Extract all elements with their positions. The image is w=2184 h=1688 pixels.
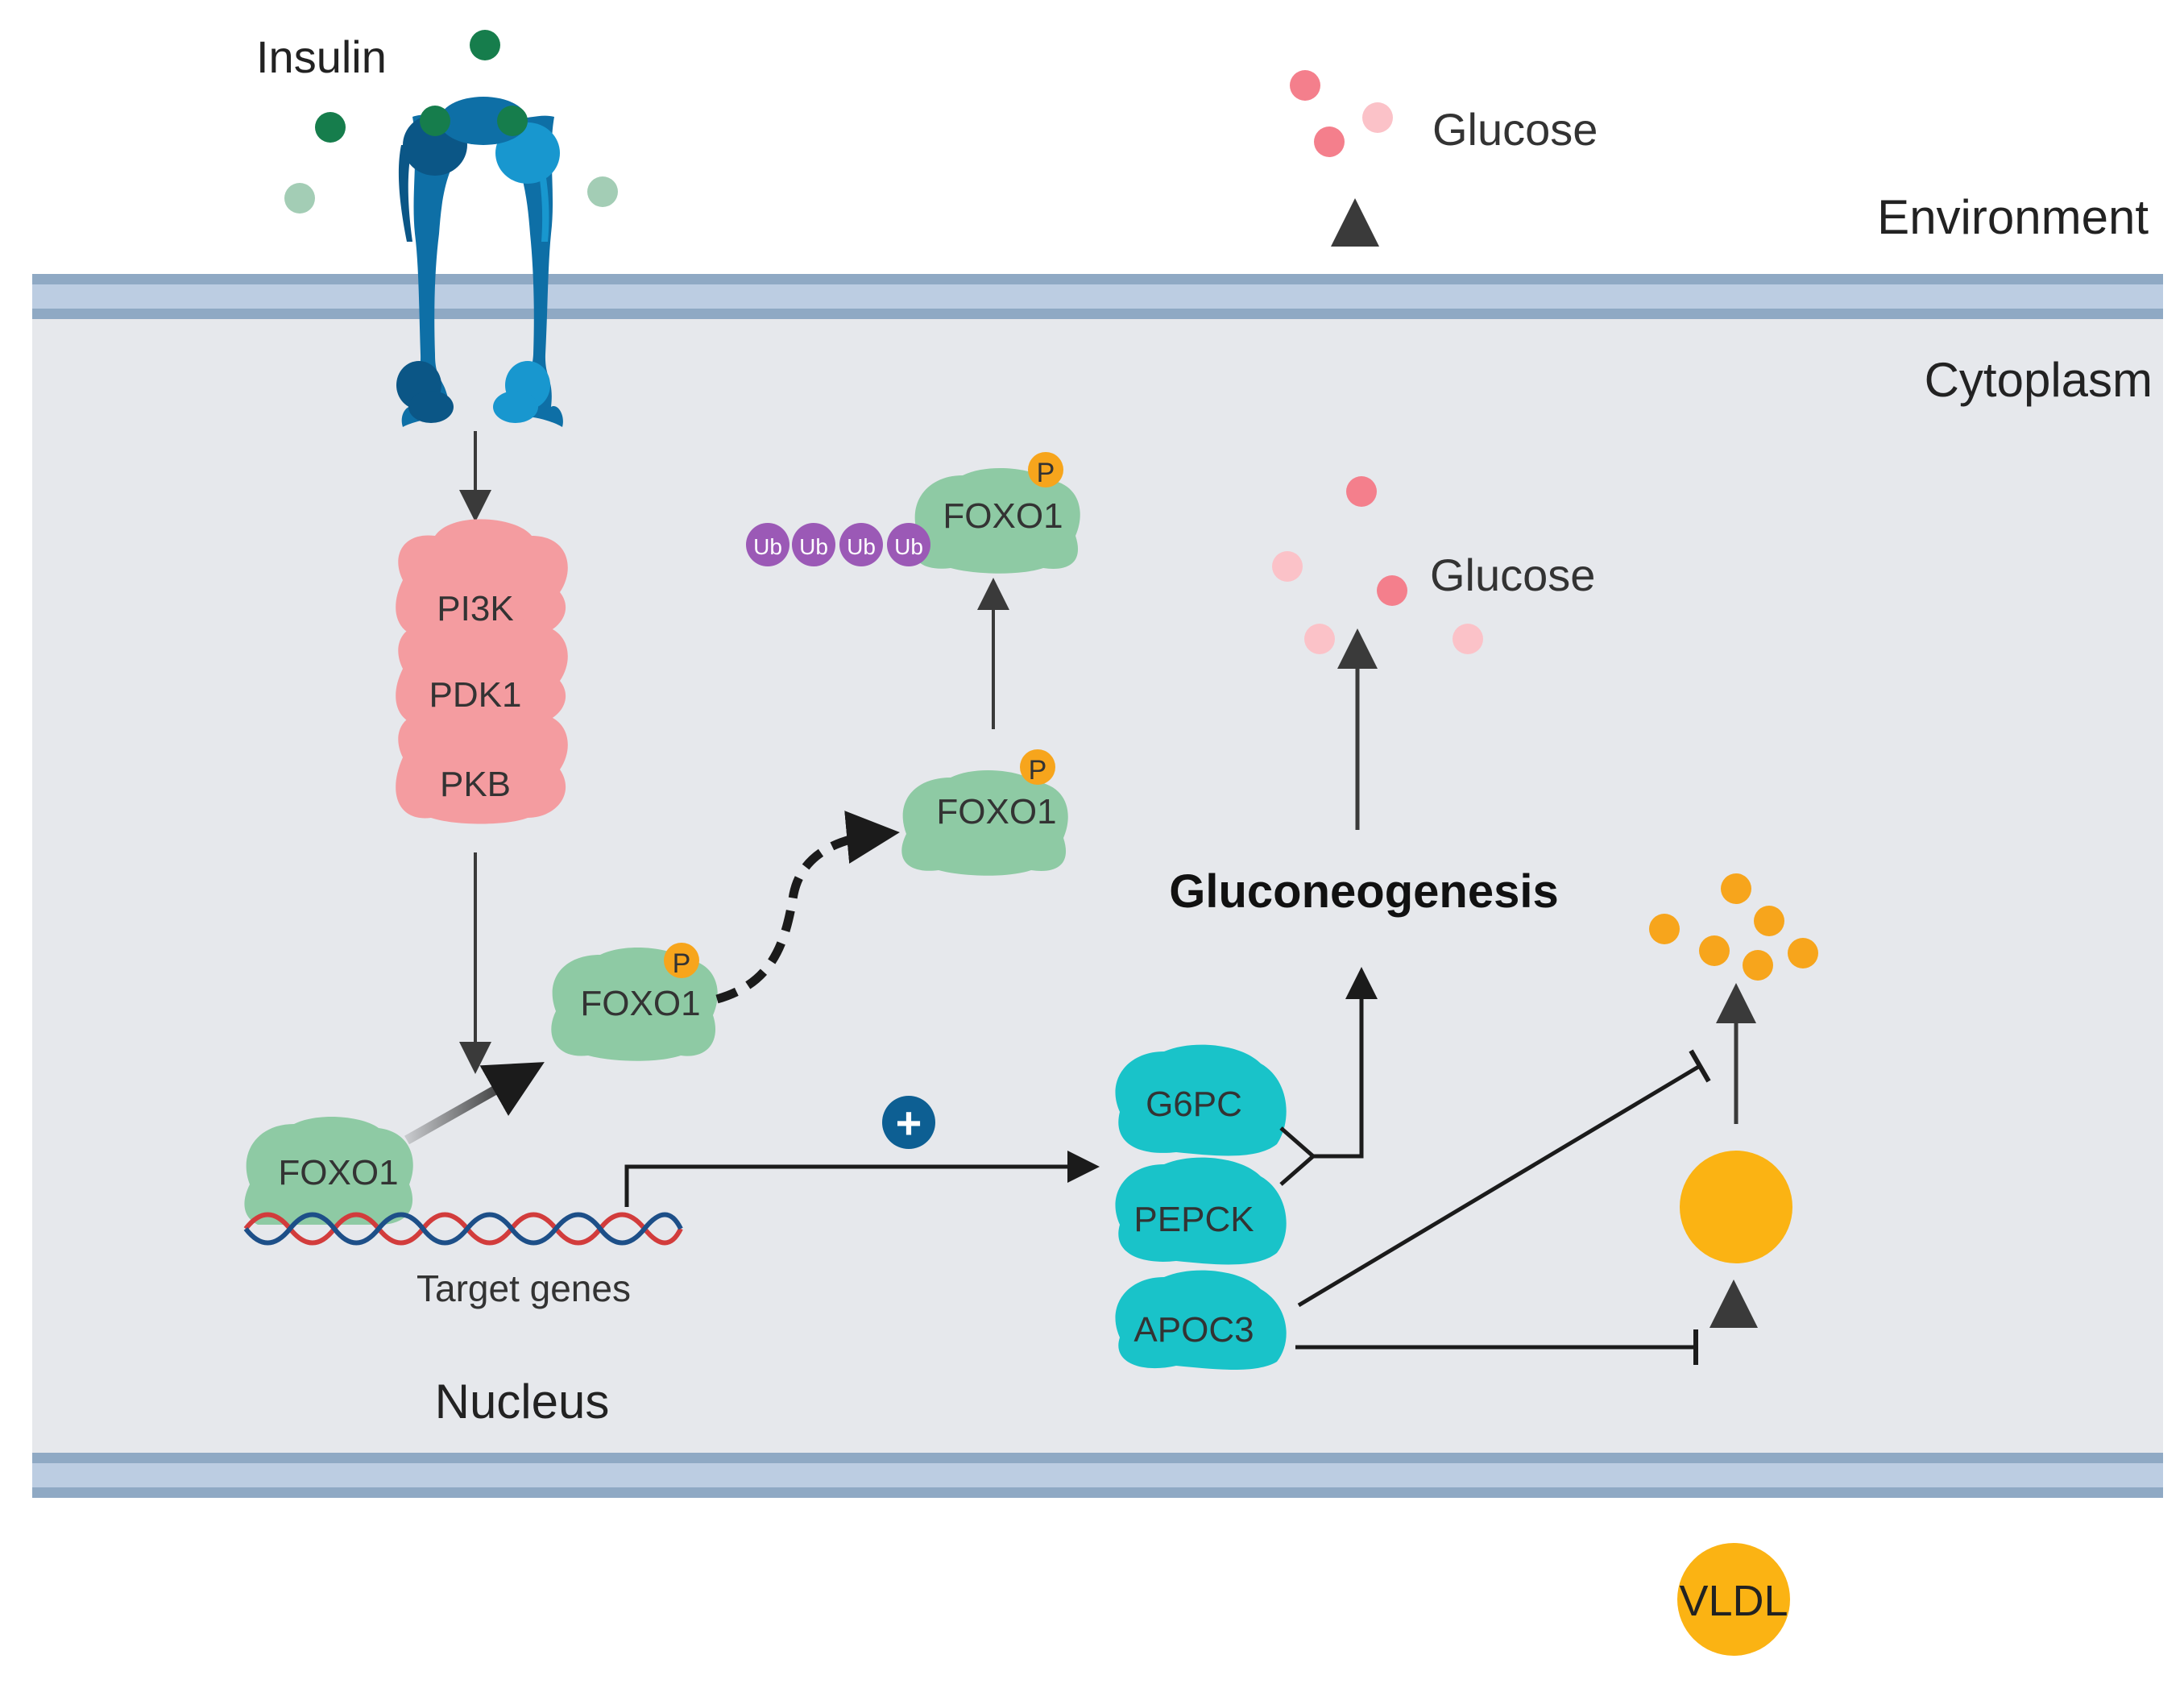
kinase-label-pkb: PKB xyxy=(440,765,511,804)
ubiquitin-4 xyxy=(887,523,930,566)
kinase-cascade: PI3K PDK1 PKB xyxy=(396,519,568,824)
glucose-environment xyxy=(1290,70,1393,157)
nuclear-membrane-bottom xyxy=(32,1453,2163,1498)
glucose-cytoplasm-label: Glucose xyxy=(1430,550,1595,600)
foxo1-phospho-2-label: FOXO1 xyxy=(936,792,1056,832)
ubiquitin-3 xyxy=(839,523,883,566)
foxo1-ubiquitinated: FOXO1 P xyxy=(914,452,1080,574)
inhibition-apoc3-to-lipids xyxy=(1297,1064,1701,1308)
phospho-tag-1-label: P xyxy=(673,948,691,979)
insulin-molecules xyxy=(284,30,618,214)
kinase-label-pi3k: PI3K xyxy=(437,589,513,628)
apoc3-shape xyxy=(1115,1270,1287,1370)
g6pc-label: G6PC xyxy=(1146,1085,1242,1124)
glucose-cytoplasm xyxy=(1272,476,1483,654)
vldl-label: VLDL xyxy=(1679,1577,1788,1625)
pi3k-shape xyxy=(396,519,568,643)
gluconeogenesis-label: Gluconeogenesis xyxy=(1169,865,1558,918)
bracket-g6pc xyxy=(1279,1126,1315,1158)
pepck-shape xyxy=(1115,1157,1287,1265)
phospho-tag-3 xyxy=(1028,452,1063,487)
dna-helix xyxy=(243,1212,683,1246)
phospho-tag-1 xyxy=(664,943,699,978)
pdk1-shape xyxy=(396,612,568,732)
foxo1-nuclear-label: FOXO1 xyxy=(278,1153,398,1192)
plasma-membrane-top xyxy=(32,274,2163,319)
foxo1-phospho-1: FOXO1 P xyxy=(551,943,718,1061)
environment-label: Environment xyxy=(1877,190,2149,244)
arrow-nuclear-export xyxy=(404,1062,545,1145)
g6pc-shape xyxy=(1115,1044,1287,1156)
lipoprotein-particle xyxy=(1680,1151,1792,1263)
ubiquitin-1 xyxy=(746,523,789,566)
ubiquitin-chain: Ub Ub Ub Ub xyxy=(746,523,930,566)
svg-text:+: + xyxy=(896,1097,922,1148)
arrow-dashed-wave xyxy=(715,811,900,1004)
glucose-environment-label: Glucose xyxy=(1432,104,1598,155)
foxo1-nuclear: FOXO1 xyxy=(244,1116,413,1225)
activation-icon: + xyxy=(882,1096,935,1149)
foxo1-ubiquitinated-label: FOXO1 xyxy=(943,496,1063,536)
insulin-label: Insulin xyxy=(256,31,387,82)
nucleus-label: Nucleus xyxy=(435,1375,610,1429)
lipid-droplets xyxy=(1649,873,1818,981)
ubiquitin-4-label: Ub xyxy=(894,534,923,559)
pkb-shape xyxy=(396,701,568,824)
ubiquitin-3-label: Ub xyxy=(847,534,876,559)
cytoplasm-region xyxy=(32,318,2163,1454)
target-genes-label: Target genes xyxy=(416,1267,631,1309)
apoc3-label: APOC3 xyxy=(1133,1310,1254,1350)
cytoplasm-label: Cytoplasm xyxy=(1925,353,2153,407)
ubiquitin-2-label: Ub xyxy=(799,534,828,559)
inhibition-bar-lipids xyxy=(1689,1049,1711,1083)
arrow-transcription xyxy=(624,1151,1100,1207)
kinase-label-pdk1: PDK1 xyxy=(429,675,522,715)
vldl-particle xyxy=(1677,1543,1790,1656)
target-proteins: G6PC PEPCK APOC3 xyxy=(1115,1044,1287,1370)
bracket-pepck xyxy=(1279,1155,1315,1186)
foxo1-phospho-2: FOXO1 P xyxy=(901,749,1068,876)
ubiquitin-1-label: Ub xyxy=(753,534,782,559)
arrow-to-gluconeogenesis xyxy=(1313,967,1378,1159)
foxo1-phospho-1-label: FOXO1 xyxy=(580,984,700,1023)
pepck-label: PEPCK xyxy=(1133,1200,1254,1239)
ubiquitin-2 xyxy=(792,523,835,566)
insulin-receptor-icon xyxy=(396,97,563,427)
phospho-tag-3-label: P xyxy=(1037,458,1055,488)
phospho-tag-2-label: P xyxy=(1029,755,1047,786)
phospho-tag-2 xyxy=(1020,749,1055,785)
